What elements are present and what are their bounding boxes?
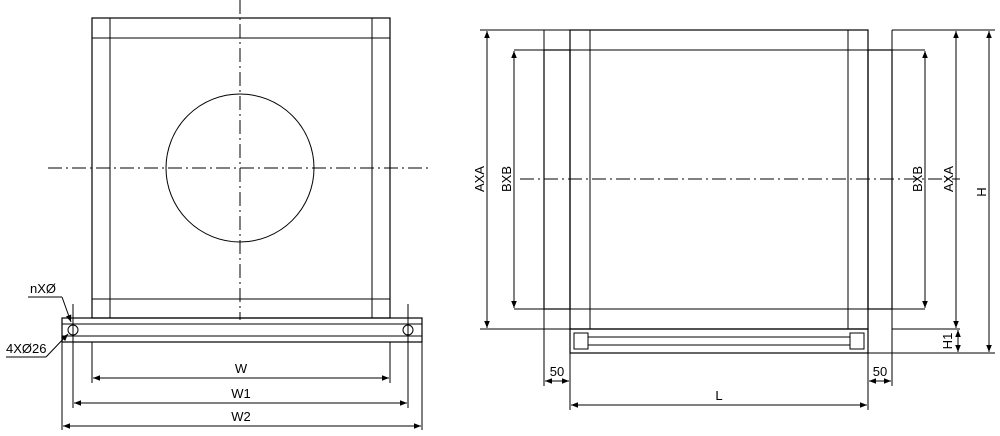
- dim-50-left-label: 50: [550, 364, 564, 379]
- side-view: AXA BXB BXB AXA H H1 50 50 L: [472, 29, 995, 410]
- dim-h-label: H: [974, 187, 989, 196]
- hole-callout-bottom: 4XØ26: [6, 341, 46, 356]
- dim-axa-left-label: AXA: [472, 166, 487, 192]
- dim-w2-label: W2: [231, 409, 251, 424]
- dim-h1-label: H1: [940, 333, 955, 350]
- dim-bxb-right-label: BXB: [910, 166, 925, 192]
- dim-50-right-label: 50: [873, 364, 887, 379]
- front-view: W W1 W2 nXØ 4XØ26: [6, 0, 430, 430]
- dim-bxb-left-label: BXB: [499, 166, 514, 192]
- side-base-frame: [569, 328, 869, 354]
- dim-w-label: W: [235, 361, 248, 376]
- front-base-frame: [61, 317, 423, 343]
- dim-axa-right-label: AXA: [941, 166, 956, 192]
- hole-callout-top: nXØ: [30, 281, 56, 296]
- dim-l-label: L: [715, 388, 722, 403]
- dim-w1-label: W1: [231, 386, 251, 401]
